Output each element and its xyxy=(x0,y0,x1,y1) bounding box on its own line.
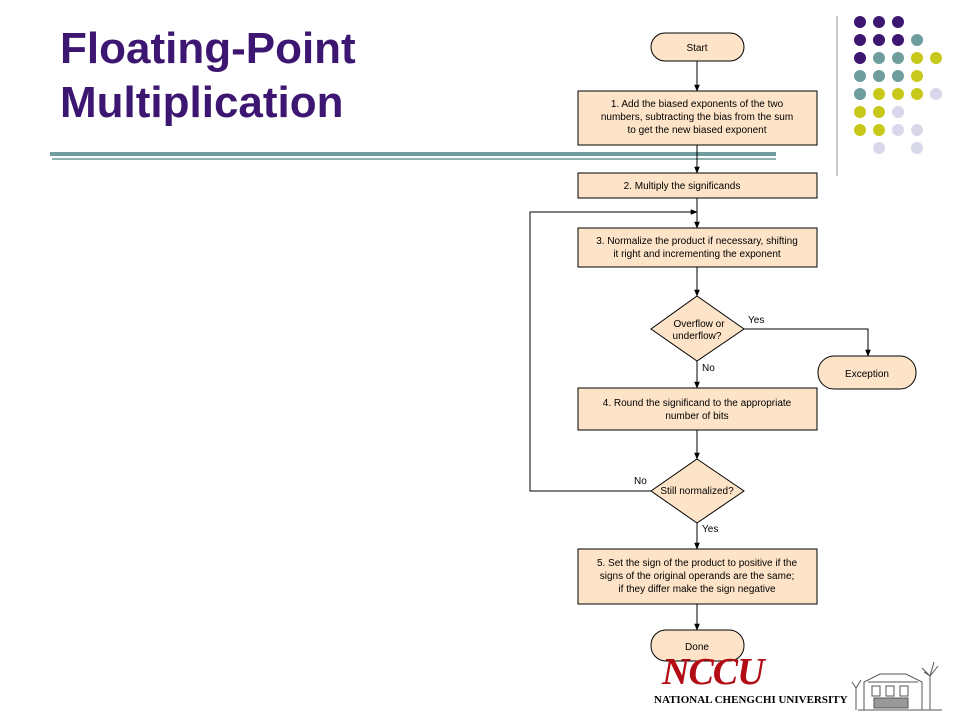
step5-box: 5. Set the sign of the product to positi… xyxy=(577,548,818,605)
start-label: Start xyxy=(686,43,707,54)
overflow-line-2: underflow? xyxy=(673,331,722,342)
slide-title-line-1: Floating-Point xyxy=(60,24,356,73)
dot xyxy=(854,52,866,64)
slide-title-line-2: Multiplication xyxy=(60,77,344,127)
dot xyxy=(854,88,866,100)
start-node: Start xyxy=(650,32,745,62)
connectors xyxy=(529,61,871,631)
step1-line-2: numbers, subtracting the bias from the s… xyxy=(601,112,793,123)
overflow-decision: Overflow or underflow? xyxy=(650,295,745,362)
dot xyxy=(892,124,904,136)
decorative-divider xyxy=(836,16,838,176)
dot xyxy=(892,34,904,46)
overflow-no-label: No xyxy=(702,363,715,374)
arrow-normalized-no-loop xyxy=(529,211,697,492)
step3-line-1: 3. Normalize the product if necessary, s… xyxy=(596,236,798,247)
exception-node: Exception xyxy=(817,355,917,390)
dot xyxy=(892,88,904,100)
dot xyxy=(873,106,885,118)
step1-box: 1. Add the biased exponents of the two n… xyxy=(577,90,818,146)
dot xyxy=(854,34,866,46)
step1-line-1: 1. Add the biased exponents of the two xyxy=(611,99,784,110)
step5-line-2: signs of the original operands are the s… xyxy=(600,571,795,582)
exception-label: Exception xyxy=(845,369,889,380)
step2-box: 2. Multiply the significands xyxy=(577,172,818,199)
university-logo: NCCU NATIONAL CHENGCHI UNIVERSITY xyxy=(652,651,952,716)
dot xyxy=(911,88,923,100)
step5-line-1: 5. Set the sign of the product to positi… xyxy=(597,558,798,569)
dot xyxy=(930,52,942,64)
done-label: Done xyxy=(685,642,709,653)
dot xyxy=(892,70,904,82)
normalized-decision: Still normalized? xyxy=(650,458,745,524)
arrow-overflow-yes-to-exception xyxy=(744,328,871,357)
dot xyxy=(911,34,923,46)
dot xyxy=(873,70,885,82)
step5-line-3: if they differ make the sign negative xyxy=(618,584,776,595)
normalized-yes-label: Yes xyxy=(702,524,718,535)
dot xyxy=(892,52,904,64)
dot xyxy=(873,16,885,28)
dot xyxy=(854,70,866,82)
campus-building-icon xyxy=(851,661,942,711)
title-underline xyxy=(50,152,776,156)
dot xyxy=(911,52,923,64)
dot xyxy=(854,106,866,118)
dot xyxy=(854,16,866,28)
dot xyxy=(911,124,923,136)
overflow-line-1: Overflow or xyxy=(673,319,725,330)
dot xyxy=(930,88,942,100)
dot xyxy=(873,142,885,154)
step3-line-2: it right and incrementing the exponent xyxy=(613,249,781,260)
dot xyxy=(892,16,904,28)
done-node: Done xyxy=(650,629,745,662)
normalized-no-label: No xyxy=(634,476,647,487)
dot xyxy=(892,106,904,118)
dot xyxy=(911,70,923,82)
slide-title: Floating-Point Multiplication xyxy=(60,22,356,129)
normalized-line-1: Still normalized? xyxy=(660,486,734,497)
dot xyxy=(873,124,885,136)
step1-line-3: to get the new biased exponent xyxy=(628,125,767,136)
dot xyxy=(873,88,885,100)
logo-university-name: NATIONAL CHENGCHI UNIVERSITY xyxy=(654,694,848,706)
step4-line-1: 4. Round the significand to the appropri… xyxy=(603,398,792,409)
dot xyxy=(854,124,866,136)
dot xyxy=(911,142,923,154)
decorative-dot-grid xyxy=(854,16,942,154)
step3-box: 3. Normalize the product if necessary, s… xyxy=(577,227,818,268)
dot xyxy=(873,34,885,46)
dot xyxy=(873,52,885,64)
logo-wordmark: NCCU xyxy=(662,651,765,693)
step4-box: 4. Round the significand to the appropri… xyxy=(577,387,818,431)
overflow-yes-label: Yes xyxy=(748,315,764,326)
step2-line-1: 2. Multiply the significands xyxy=(624,181,741,192)
title-underline-shadow xyxy=(52,158,776,160)
step4-line-2: number of bits xyxy=(665,411,728,422)
